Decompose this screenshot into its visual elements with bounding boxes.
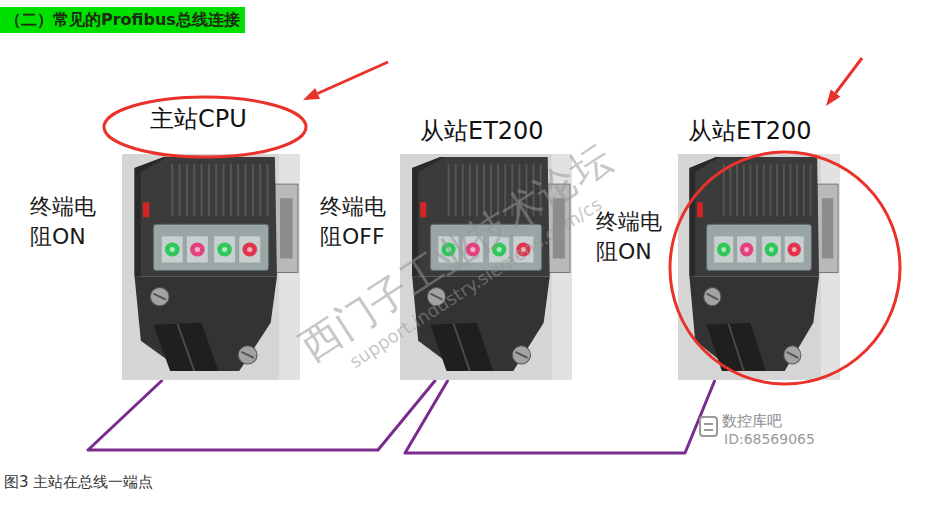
connector-node: 主站CPU bbox=[122, 104, 306, 380]
terminal-label: 终端电 阻ON bbox=[596, 207, 664, 267]
logo-text: ID:68569065 bbox=[724, 430, 815, 448]
arrow-head bbox=[826, 90, 840, 106]
highlight-ellipse bbox=[104, 97, 306, 157]
bus-cable bbox=[405, 380, 715, 453]
logo-text: 数控库吧 bbox=[722, 412, 782, 431]
connector-photo bbox=[678, 154, 840, 380]
pointer-arrow bbox=[318, 62, 388, 94]
caption-text: 图3 主站在总线一端点 bbox=[4, 472, 153, 492]
connector-node: 从站ET200 bbox=[678, 116, 846, 380]
highlight-circle bbox=[670, 152, 900, 384]
logo-icon bbox=[704, 423, 713, 425]
profibus-plug bbox=[678, 154, 840, 380]
connector-photo bbox=[122, 154, 300, 380]
terminal-label: 终端电 阻ON bbox=[30, 192, 102, 252]
station-label: 从站ET200 bbox=[678, 116, 846, 146]
arrow-head bbox=[303, 88, 320, 100]
terminal-label: 终端电 阻OFF bbox=[320, 192, 396, 252]
pointer-arrow bbox=[836, 58, 862, 93]
profibus-plug bbox=[122, 154, 300, 380]
station-label: 主站CPU bbox=[122, 104, 306, 134]
logo-icon bbox=[704, 429, 713, 431]
bus-cable bbox=[88, 380, 436, 450]
logo-icon bbox=[700, 417, 717, 436]
title-text: （二）常见的Profibus总线连接 bbox=[0, 7, 245, 33]
station-label: 从站ET200 bbox=[400, 116, 578, 146]
